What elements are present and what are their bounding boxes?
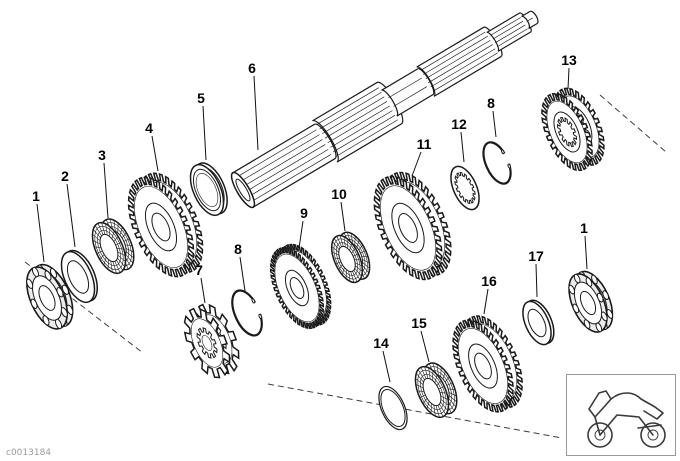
leader-line-9 xyxy=(299,221,303,248)
part-number-14[interactable]: 14 xyxy=(373,335,389,351)
leader-line-8 xyxy=(493,111,496,137)
leader-line-5 xyxy=(203,106,206,160)
part-number-9[interactable]: 9 xyxy=(300,205,308,221)
part-12-lock-washer xyxy=(444,161,486,215)
leader-line-2 xyxy=(67,184,75,247)
leader-line-1 xyxy=(585,236,587,269)
part-number-15[interactable]: 15 xyxy=(411,315,427,331)
part-number-7[interactable]: 7 xyxy=(195,262,203,278)
leader-line-6 xyxy=(254,76,258,150)
part-14-o-ring xyxy=(372,382,414,434)
leader-line-17 xyxy=(536,264,537,297)
part-number-8[interactable]: 8 xyxy=(487,95,495,111)
leader-line-8 xyxy=(240,257,245,291)
part-1-ball-bearing xyxy=(560,265,621,339)
leader-line-7 xyxy=(201,278,205,303)
part-number-10[interactable]: 10 xyxy=(331,186,347,202)
part-number-1[interactable]: 1 xyxy=(580,220,588,236)
part-number-1[interactable]: 1 xyxy=(32,188,40,204)
output-shaft-part-6 xyxy=(226,0,549,214)
part-number-13[interactable]: 13 xyxy=(561,52,577,68)
leader-line-4 xyxy=(152,136,158,171)
part-number-6[interactable]: 6 xyxy=(248,60,256,76)
part-number-3[interactable]: 3 xyxy=(98,147,106,163)
motorcycle-thumbnail xyxy=(567,375,676,456)
part-15-needle-bearing xyxy=(408,357,464,423)
leader-line-14 xyxy=(383,351,390,382)
leader-line-15 xyxy=(421,331,429,362)
part-number-17[interactable]: 17 xyxy=(528,248,544,264)
leader-line-12 xyxy=(461,132,464,162)
part-number-11[interactable]: 11 xyxy=(417,136,432,152)
part-number-2[interactable]: 2 xyxy=(61,168,69,184)
motorcycle-icon xyxy=(588,391,665,447)
leader-line-1 xyxy=(37,204,44,262)
part-number-8[interactable]: 8 xyxy=(234,241,242,257)
leader-line-11 xyxy=(412,152,421,176)
diagram-code: c0013184 xyxy=(6,448,52,458)
axis-dashed-line xyxy=(600,95,666,152)
part-5-ring xyxy=(183,157,235,221)
leader-line-16 xyxy=(484,289,488,314)
part-number-16[interactable]: 16 xyxy=(481,273,497,289)
part-9-gear-medium xyxy=(259,236,343,337)
part-17-washer xyxy=(516,295,560,350)
part-8-snap-ring xyxy=(477,137,517,189)
part-11-gear-large xyxy=(359,161,466,291)
part-number-5[interactable]: 5 xyxy=(197,90,205,106)
part-7-gear-small xyxy=(174,297,249,385)
part-13-gear-hub xyxy=(531,80,615,179)
leader-line-10 xyxy=(341,202,345,231)
part-number-12[interactable]: 12 xyxy=(451,116,467,132)
part-number-4[interactable]: 4 xyxy=(145,120,153,136)
leader-line-3 xyxy=(104,163,108,218)
leader-line-13 xyxy=(568,68,569,89)
part-10-needle-bearing xyxy=(325,227,377,288)
